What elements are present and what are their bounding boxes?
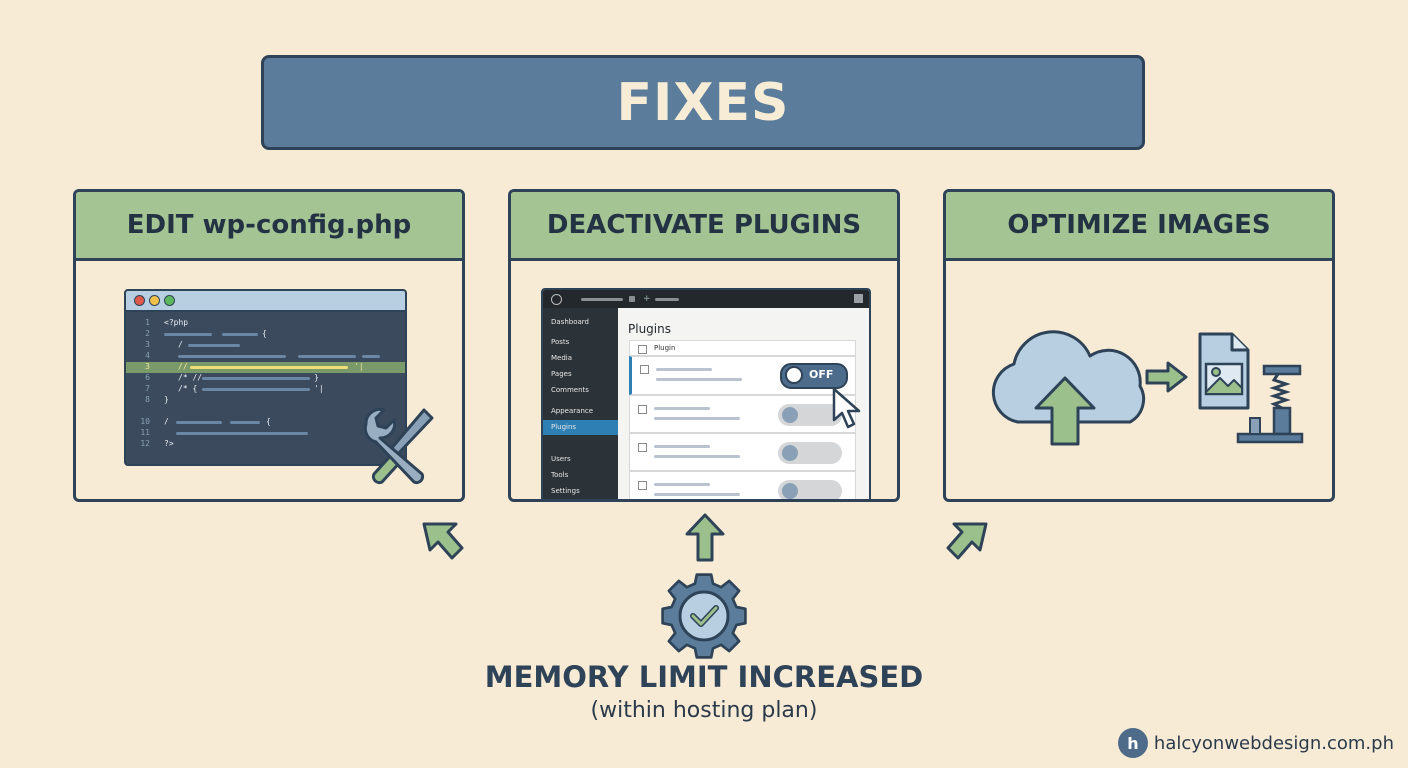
- code-line: 6 /* // }: [145, 373, 319, 382]
- arrow-up-right-icon: [946, 522, 988, 560]
- code-line: 3 /: [126, 340, 405, 351]
- wp-main-area: Plugins Plugin OFF: [618, 308, 869, 499]
- wp-admin-bar: +: [543, 290, 869, 308]
- editor-titlebar: [126, 291, 405, 312]
- sidebar-item-posts[interactable]: Posts: [551, 338, 570, 346]
- plugin-toggle[interactable]: [778, 404, 842, 426]
- cloud-upload-icon: [991, 330, 1146, 446]
- right-arrow-icon: [1145, 361, 1188, 393]
- row-checkbox[interactable]: [638, 405, 647, 414]
- code-line: 2 {: [145, 329, 267, 338]
- code-line: 10 / {: [140, 417, 271, 426]
- title-banner: FIXES: [261, 55, 1145, 150]
- sidebar-item-appearance[interactable]: Appearance: [551, 407, 594, 415]
- gear-check-icon: [661, 573, 747, 659]
- panel-heading: DEACTIVATE PLUGINS: [511, 192, 897, 261]
- page-title: FIXES: [616, 72, 790, 133]
- panel-edit-wp-config: EDIT wp-config.php 1 <?php 2 { 3 / 4: [73, 189, 465, 502]
- code-line: 8 }: [145, 395, 169, 404]
- code-editor-illustration: 1 <?php 2 { 3 / 4 3 // '| 6 /* //: [124, 289, 407, 466]
- memory-limit-title: MEMORY LIMIT INCREASED: [484, 660, 924, 694]
- code-line: 11: [126, 428, 405, 439]
- select-all-checkbox[interactable]: [638, 345, 647, 354]
- memory-limit-subtitle: (within hosting plan): [590, 698, 818, 723]
- code-line: 12 ?>: [140, 439, 174, 448]
- close-dot-icon: [134, 295, 145, 306]
- row-checkbox[interactable]: [638, 481, 647, 490]
- sidebar-item-tools[interactable]: Tools: [551, 471, 569, 479]
- plugin-toggle[interactable]: [778, 442, 842, 464]
- plugins-heading: Plugins: [628, 322, 671, 336]
- image-compress-icon: [1198, 332, 1304, 444]
- maximize-dot-icon: [164, 295, 175, 306]
- panel-deactivate-plugins: DEACTIVATE PLUGINS + Dashboard Posts Med…: [508, 189, 900, 502]
- wrench-screwdriver-icon: [363, 407, 434, 485]
- wp-admin-illustration: + Dashboard Posts Media Pages Comments A…: [541, 288, 871, 499]
- sidebar-active-highlight: [543, 420, 618, 435]
- brand-footer: h halcyonwebdesign.com.ph: [1117, 728, 1394, 758]
- panel-optimize-images: OPTIMIZE IMAGES: [943, 189, 1335, 502]
- table-row: [629, 433, 856, 471]
- brand-url[interactable]: halcyonwebdesign.com.ph: [1153, 732, 1394, 754]
- comment-icon: [629, 296, 635, 302]
- plugin-toggle-off[interactable]: OFF: [780, 363, 848, 389]
- sidebar-item-settings[interactable]: Settings: [551, 487, 580, 495]
- plus-icon: +: [643, 294, 651, 304]
- sidebar-item-dashboard[interactable]: Dashboard: [551, 318, 589, 326]
- table-header: Plugin: [629, 340, 856, 356]
- wp-sidebar: Dashboard Posts Media Pages Comments App…: [543, 308, 618, 499]
- wordpress-logo-icon: [551, 294, 562, 305]
- minimize-dot-icon: [149, 295, 160, 306]
- code-line: 4: [126, 351, 405, 362]
- brand-logo-icon: h: [1117, 728, 1148, 758]
- sidebar-item-users[interactable]: Users: [551, 455, 571, 463]
- mouse-cursor-icon: [832, 387, 861, 429]
- sidebar-item-pages[interactable]: Pages: [551, 370, 572, 378]
- code-line-highlighted: 3 // '|: [126, 362, 405, 373]
- row-checkbox[interactable]: [638, 443, 647, 452]
- arrow-up-left-icon: [422, 522, 464, 560]
- sidebar-item-plugins[interactable]: Plugins: [551, 423, 577, 431]
- arrow-up-icon: [685, 513, 725, 562]
- code-line: 7 /* { '|: [145, 384, 324, 393]
- row-checkbox[interactable]: [640, 365, 649, 374]
- avatar: [854, 294, 863, 303]
- plugin-toggle[interactable]: [778, 480, 842, 499]
- table-row: [629, 471, 856, 499]
- sidebar-item-comments[interactable]: Comments: [551, 386, 589, 394]
- panel-heading: EDIT wp-config.php: [76, 192, 462, 261]
- sidebar-item-media[interactable]: Media: [551, 354, 573, 362]
- table-row: [629, 395, 856, 433]
- panel-heading: OPTIMIZE IMAGES: [946, 192, 1332, 261]
- table-row: OFF: [629, 356, 856, 395]
- code-line: 1 <?php: [145, 318, 189, 327]
